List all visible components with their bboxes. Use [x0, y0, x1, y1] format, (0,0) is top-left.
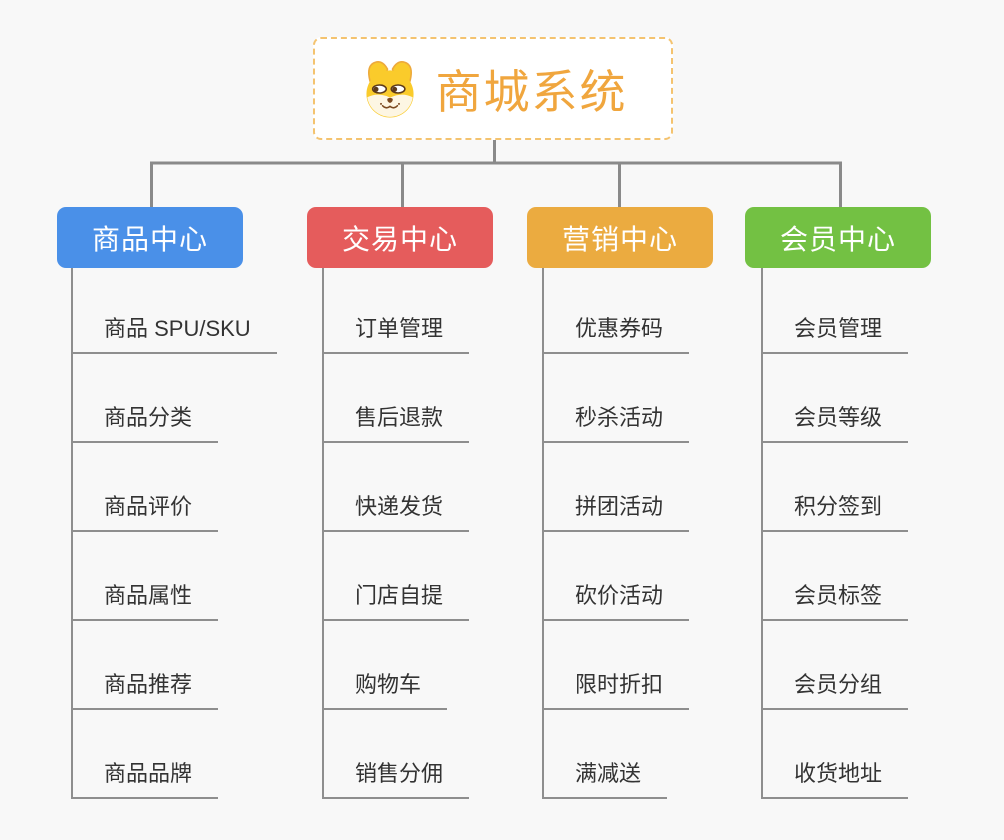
- leaf-node[interactable]: 砍价活动: [542, 532, 690, 621]
- leaf-label: 门店自提: [322, 578, 470, 621]
- leaf-label: 售后退款: [322, 400, 470, 443]
- leaf-node[interactable]: 会员标签: [761, 532, 909, 621]
- leaf-label: 会员等级: [761, 400, 909, 443]
- leaf-node[interactable]: 商品 SPU/SKU: [71, 265, 277, 354]
- leaf-label: 销售分佣: [322, 756, 470, 799]
- leaf-label: 拼团活动: [542, 489, 690, 532]
- shiba-dog-icon: [359, 59, 421, 119]
- root-node[interactable]: 商城系统: [313, 37, 673, 140]
- branch-children-trade-center: 订单管理 售后退款 快递发货 门店自提 购物车 销售分佣: [322, 265, 470, 799]
- leaf-label: 优惠券码: [542, 311, 690, 354]
- leaf-label: 商品 SPU/SKU: [71, 311, 277, 354]
- leaf-label: 会员标签: [761, 578, 909, 621]
- leaf-node[interactable]: 商品评价: [71, 443, 277, 532]
- leaf-node[interactable]: 购物车: [322, 621, 469, 710]
- leaf-node[interactable]: 限时折扣: [542, 621, 690, 710]
- leaf-node[interactable]: 商品分类: [71, 354, 277, 443]
- leaf-label: 商品推荐: [71, 667, 219, 710]
- branch-header-marketing-center[interactable]: 营销中心: [527, 207, 713, 268]
- leaf-node[interactable]: 商品推荐: [71, 621, 277, 710]
- leaf-node[interactable]: 秒杀活动: [542, 354, 690, 443]
- leaf-label: 秒杀活动: [542, 400, 690, 443]
- root-title: 商城系统: [435, 65, 628, 118]
- leaf-node[interactable]: 订单管理: [322, 265, 470, 354]
- branch-header-member-center[interactable]: 会员中心: [745, 207, 931, 268]
- leaf-node[interactable]: 门店自提: [322, 532, 470, 621]
- leaf-label: 砍价活动: [542, 578, 690, 621]
- leaf-node[interactable]: 售后退款: [322, 354, 470, 443]
- leaf-node[interactable]: 会员管理: [761, 265, 909, 354]
- leaf-node[interactable]: 快递发货: [322, 443, 470, 532]
- branch-header-label: 交易中心: [341, 223, 458, 255]
- branch-header-trade-center[interactable]: 交易中心: [307, 207, 493, 268]
- leaf-node[interactable]: 会员分组: [761, 621, 909, 710]
- leaf-label: 会员分组: [761, 667, 909, 710]
- leaf-node[interactable]: 销售分佣: [322, 710, 470, 799]
- leaf-label: 会员管理: [761, 311, 909, 354]
- branch-children-marketing-center: 优惠券码 秒杀活动 拼团活动 砍价活动 限时折扣 满减送: [542, 265, 690, 799]
- branch-header-label: 商品中心: [91, 223, 208, 255]
- leaf-label: 积分签到: [761, 489, 909, 532]
- leaf-label: 购物车: [322, 667, 448, 710]
- leaf-label: 订单管理: [322, 311, 470, 354]
- branch-header-label: 会员中心: [779, 223, 896, 255]
- leaf-label: 商品品牌: [71, 756, 219, 799]
- leaf-label: 满减送: [542, 756, 668, 799]
- branch-header-label: 营销中心: [561, 223, 678, 255]
- branch-children-member-center: 会员管理 会员等级 积分签到 会员标签 会员分组 收货地址: [761, 265, 909, 799]
- leaf-node[interactable]: 收货地址: [761, 710, 909, 799]
- leaf-label: 快递发货: [322, 489, 470, 532]
- leaf-node[interactable]: 商品品牌: [71, 710, 277, 799]
- leaf-node[interactable]: 满减送: [542, 710, 689, 799]
- leaf-node[interactable]: 商品属性: [71, 532, 277, 621]
- leaf-node[interactable]: 会员等级: [761, 354, 909, 443]
- leaf-label: 收货地址: [761, 756, 909, 799]
- leaf-label: 限时折扣: [542, 667, 690, 710]
- leaf-label: 商品评价: [71, 489, 219, 532]
- leaf-node[interactable]: 积分签到: [761, 443, 909, 532]
- branch-header-product-center[interactable]: 商品中心: [57, 207, 243, 268]
- branch-children-product-center: 商品 SPU/SKU 商品分类 商品评价 商品属性 商品推荐 商品品牌: [71, 265, 277, 799]
- leaf-label: 商品属性: [71, 578, 219, 621]
- leaf-node[interactable]: 拼团活动: [542, 443, 690, 532]
- leaf-node[interactable]: 优惠券码: [542, 265, 690, 354]
- leaf-label: 商品分类: [71, 400, 219, 443]
